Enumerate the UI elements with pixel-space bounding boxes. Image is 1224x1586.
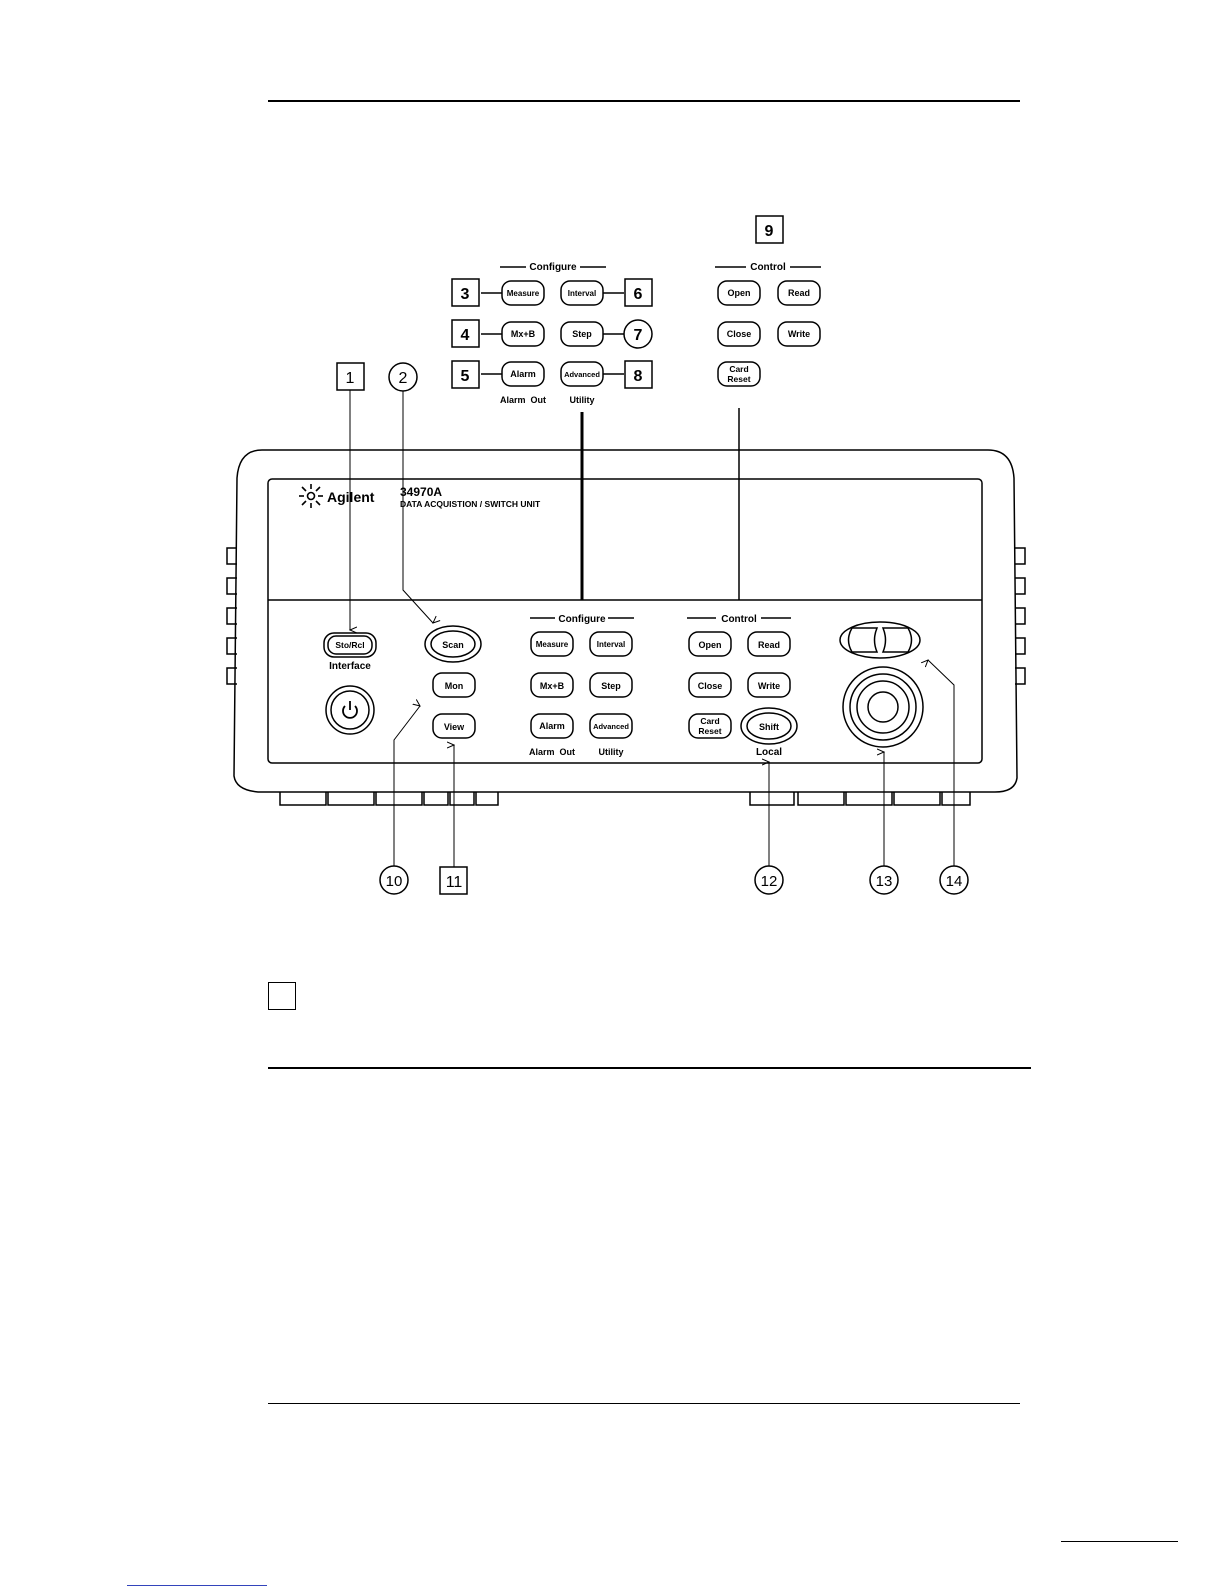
model-label: 34970A [400, 485, 442, 499]
key-view[interactable] [432, 713, 476, 739]
callout-4: 4 [461, 327, 470, 344]
key-scan[interactable] [424, 625, 482, 663]
key-step-label: Step [601, 681, 621, 691]
arrow-keys[interactable] [839, 621, 921, 659]
callout-9: 9 [765, 223, 774, 240]
upper-key-write[interactable] [777, 321, 821, 347]
callout-13: 13 [876, 873, 893, 890]
upper-key-card-reset[interactable] [717, 361, 761, 387]
callout-5: 5 [461, 368, 470, 385]
key-open[interactable] [688, 631, 732, 657]
power-switch[interactable] [325, 685, 375, 735]
upper-key-advanced-label: Advanced [564, 370, 600, 379]
callout-5-box [451, 360, 480, 389]
key-card-reset[interactable] [688, 713, 732, 739]
key-scan-label: Scan [442, 640, 464, 650]
key-mon[interactable] [432, 672, 476, 698]
key-alarm[interactable] [530, 713, 574, 739]
agilent-logo-icon [299, 484, 323, 508]
alarm-out-label: Alarm Out [529, 747, 575, 757]
upper-utility-label: Utility [569, 395, 594, 405]
callout-6-box [624, 278, 653, 307]
key-advanced-label: Advanced [593, 722, 629, 731]
knob[interactable] [842, 666, 924, 748]
upper-key-open[interactable] [717, 280, 761, 306]
instrument-body [226, 449, 1026, 806]
key-close[interactable] [688, 672, 732, 698]
callout-7: 7 [634, 327, 643, 344]
key-measure[interactable] [530, 631, 574, 657]
model-desc: DATA ACQUISTION / SWITCH UNIT [400, 499, 541, 509]
callout-8-box [624, 360, 653, 389]
callout-3-box [451, 278, 480, 307]
control-label: Control [721, 614, 757, 625]
upper-key-step-label: Step [572, 329, 592, 339]
key-mxb-label: Mx+B [540, 681, 565, 691]
key-shift-label: Shift [759, 722, 779, 732]
upper-key-read[interactable] [777, 280, 821, 306]
upper-key-measure-label: Measure [507, 289, 540, 298]
upper-alarm-out-label: Alarm Out [500, 395, 546, 405]
header-rule [268, 100, 1020, 102]
callout-9-box [755, 215, 784, 244]
key-alarm-label: Alarm [539, 721, 565, 731]
key-view-label: View [444, 722, 465, 732]
key-sto-rcl-label: Sto/Rcl [335, 640, 364, 650]
brand-label: Agilent [327, 489, 375, 505]
leader-lines [350, 390, 955, 867]
utility-label: Utility [598, 747, 623, 757]
key-mxb[interactable] [530, 672, 574, 698]
key-advanced[interactable] [589, 713, 633, 739]
upper-key-read-label: Read [788, 288, 810, 298]
callout-4-box [451, 319, 480, 348]
key-mon-label: Mon [445, 681, 464, 691]
callout-7-circle [623, 319, 653, 349]
key-close-label: Close [698, 681, 723, 691]
upper-card-label: Card [729, 364, 748, 374]
callout-11: 11 [446, 874, 463, 891]
footer-rule [268, 1403, 1020, 1404]
callout-8: 8 [634, 368, 643, 385]
callout-6: 6 [634, 286, 643, 303]
section-rule [268, 1067, 1031, 1069]
upper-control-label: Control [750, 262, 786, 273]
upper-key-interval-label: Interval [568, 289, 596, 298]
upper-key-write-label: Write [788, 329, 810, 339]
upper-key-close[interactable] [717, 321, 761, 347]
key-read[interactable] [747, 631, 791, 657]
upper-key-close-label: Close [727, 329, 752, 339]
callout-1: 1 [346, 370, 355, 387]
reset-label: Reset [698, 726, 721, 736]
callout-12: 12 [761, 873, 778, 890]
interface-label: Interface [329, 661, 371, 672]
callout-2: 2 [399, 370, 408, 387]
upper-key-mxb-label: Mx+B [511, 329, 536, 339]
key-write[interactable] [747, 672, 791, 698]
key-interval-label: Interval [597, 640, 625, 649]
key-interval[interactable] [589, 631, 633, 657]
card-label: Card [700, 716, 719, 726]
key-write-label: Write [758, 681, 780, 691]
key-shift[interactable] [740, 707, 798, 745]
page-number-rule [1061, 1541, 1178, 1542]
upper-key-alarm-label: Alarm [510, 369, 536, 379]
key-read-label: Read [758, 640, 780, 650]
key-step[interactable] [589, 672, 633, 698]
callout-14: 14 [946, 873, 963, 890]
upper-reset-label: Reset [727, 374, 750, 384]
upper-key-open-label: Open [727, 288, 750, 298]
callout-3: 3 [461, 286, 470, 303]
upper-configure-label: Configure [529, 262, 577, 273]
callout-10: 10 [386, 873, 403, 890]
key-open-label: Open [698, 640, 721, 650]
power-icon [342, 701, 358, 719]
note-box [268, 982, 296, 1010]
key-measure-label: Measure [536, 640, 569, 649]
configure-label: Configure [558, 614, 606, 625]
local-label: Local [756, 747, 782, 758]
